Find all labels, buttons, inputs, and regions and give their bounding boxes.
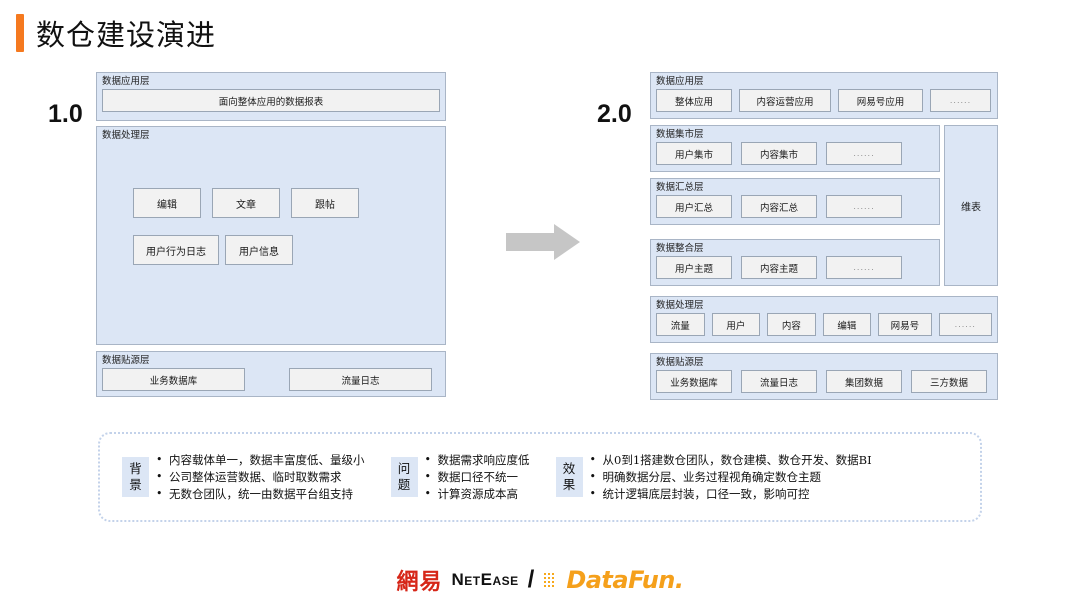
version-label-1: 1.0 [48,100,83,128]
list-item: 计算资源成本高 [425,485,530,503]
summary-tag-effect: 效果 [555,457,583,497]
v2-layer-source: 数据贴源层 业务数据库 流量日志 集团数据 三方数据 [650,353,998,400]
logo-separator: / [527,566,535,593]
v2-layer-integration: 数据整合层 用户主题 内容主题 ...... [650,239,940,286]
v2-cell-app-more[interactable]: ...... [930,89,991,112]
v2-cell-summary-more[interactable]: ...... [826,195,902,218]
v1-cell-article[interactable]: 文章 [212,188,280,218]
summary-list-problem: 数据需求响应度低 数据口径不统一 计算资源成本高 [425,451,530,503]
netease-logo-en: NetEase [451,570,519,589]
v2-cell-editor[interactable]: 编辑 [822,313,872,336]
datafun-logo: DataFun. [566,566,684,594]
v1-cell-user-behavior-log[interactable]: 用户行为日志 [133,235,219,265]
v1-source-cells: 业务数据库 流量日志 [97,368,445,395]
list-item: 从0到1搭建数仓团队，数仓建模、数仓开发、数据BI [590,451,872,469]
summary-list-effect: 从0到1搭建数仓团队，数仓建模、数仓开发、数据BI 明确数据分层、业务过程视角确… [590,451,872,503]
v2-processing-cells: 流量 用户 内容 编辑 网易号 ...... [651,313,997,340]
v2-layer-summary-title: 数据汇总层 [656,182,704,193]
summary-box: 背景 内容载体单一，数据丰富度低、量级小 公司整体运营数据、临时取数需求 无数仓… [98,432,982,522]
v1-cell-business-db[interactable]: 业务数据库 [102,368,245,391]
v2-cell-netease-account[interactable]: 网易号 [878,313,932,336]
datafun-dots-icon [543,572,557,588]
summary-group-problem: 问题 数据需求响应度低 数据口径不统一 计算资源成本高 [390,451,530,503]
v2-cell-user-subject[interactable]: 用户主题 [656,256,732,279]
v1-cell-report[interactable]: 面向整体应用的数据报表 [102,89,440,112]
v2-cell-business-db[interactable]: 业务数据库 [656,370,732,393]
title-accent-bar [16,14,24,52]
list-item: 无数仓团队，统一由数据平台组支持 [156,485,365,503]
title-text: 数仓建设演进 [36,18,217,52]
v2-mart-cells: 用户集市 内容集市 ...... [651,142,939,169]
list-item: 明确数据分层、业务过程视角确定数仓主题 [590,468,872,486]
v2-cell-traffic-log[interactable]: 流量日志 [741,370,817,393]
v1-layer-source-title: 数据贴源层 [102,355,150,366]
v2-application-cells: 整体应用 内容运营应用 网易号应用 ...... [651,89,997,116]
v1-layer-processing: 数据处理层 编辑 文章 跟帖 用户行为日志 用户信息 [96,126,446,345]
v2-cell-group-data[interactable]: 集团数据 [826,370,902,393]
summary-tag-background: 背景 [122,457,149,497]
version-label-2: 2.0 [597,100,632,128]
v2-cell-user-mart[interactable]: 用户集市 [656,142,732,165]
v2-layer-application: 数据应用层 整体应用 内容运营应用 网易号应用 ...... [650,72,998,119]
summary-group-effect: 效果 从0到1搭建数仓团队，数仓建模、数仓开发、数据BI 明确数据分层、业务过程… [555,451,872,503]
v2-source-cells: 业务数据库 流量日志 集团数据 三方数据 [651,370,997,397]
v2-layer-integration-title: 数据整合层 [656,243,704,254]
v2-cell-mart-more[interactable]: ...... [826,142,902,165]
v1-application-cells: 面向整体应用的数据报表 [97,89,445,116]
v1-cell-comment[interactable]: 跟帖 [291,188,359,218]
summary-tag-problem: 问题 [390,457,418,497]
v2-cell-integration-more[interactable]: ...... [826,256,902,279]
v1-cell-user-info[interactable]: 用户信息 [225,235,293,265]
netease-logo-cn: 網易 [396,570,443,595]
list-item: 内容载体单一，数据丰富度低、量级小 [156,451,365,469]
v1-layer-application-title: 数据应用层 [102,76,150,87]
list-item: 统计逻辑底层封装，口径一致，影响可控 [590,485,872,503]
v2-layer-processing: 数据处理层 流量 用户 内容 编辑 网易号 ...... [650,296,998,343]
v2-cell-content-summary[interactable]: 内容汇总 [741,195,817,218]
summary-group-background: 背景 内容载体单一，数据丰富度低、量级小 公司整体运营数据、临时取数需求 无数仓… [122,451,365,503]
v2-layer-processing-title: 数据处理层 [656,300,704,311]
v2-dimension-table-label: 维表 [961,202,981,213]
v2-cell-content-subject[interactable]: 内容主题 [741,256,817,279]
v2-layer-summary: 数据汇总层 用户汇总 内容汇总 ...... [650,178,940,225]
list-item: 公司整体运营数据、临时取数需求 [156,468,365,486]
v1-cell-edit[interactable]: 编辑 [133,188,201,218]
list-item: 数据口径不统一 [425,468,530,486]
v2-cell-content-mart[interactable]: 内容集市 [741,142,817,165]
v2-layer-mart: 数据集市层 用户集市 内容集市 ...... [650,125,940,172]
v2-cell-content[interactable]: 内容 [767,313,816,336]
v2-cell-traffic[interactable]: 流量 [656,313,705,336]
v1-layer-source: 数据贴源层 业务数据库 流量日志 [96,351,446,397]
v2-summary-cells: 用户汇总 内容汇总 ...... [651,195,939,222]
v2-cell-user[interactable]: 用户 [711,313,761,336]
v2-cell-user-summary[interactable]: 用户汇总 [656,195,732,218]
footer-logos: 網易 NetEase / DataFun. [0,564,1080,596]
summary-list-background: 内容载体单一，数据丰富度低、量级小 公司整体运营数据、临时取数需求 无数仓团队，… [156,451,365,503]
v1-layer-application: 数据应用层 面向整体应用的数据报表 [96,72,446,121]
v2-cell-third-party-data[interactable]: 三方数据 [911,370,987,393]
v2-layer-application-title: 数据应用层 [656,76,704,87]
v2-cell-content-ops-app[interactable]: 内容运营应用 [739,89,831,112]
right-arrow-icon [506,224,581,265]
v2-cell-processing-more[interactable]: ...... [938,313,992,336]
page-title: 数仓建设演进 [16,12,216,54]
v2-cell-overall-app[interactable]: 整体应用 [656,89,732,112]
v2-cell-netease-app[interactable]: 网易号应用 [838,89,923,112]
v2-integration-cells: 用户主题 内容主题 ...... [651,256,939,283]
v1-layer-processing-title: 数据处理层 [102,130,150,141]
v2-dimension-table: 维表 [944,125,998,286]
v2-layer-source-title: 数据贴源层 [656,357,704,368]
v2-layer-mart-title: 数据集市层 [656,129,704,140]
list-item: 数据需求响应度低 [425,451,530,469]
v1-cell-traffic-log[interactable]: 流量日志 [289,368,432,391]
